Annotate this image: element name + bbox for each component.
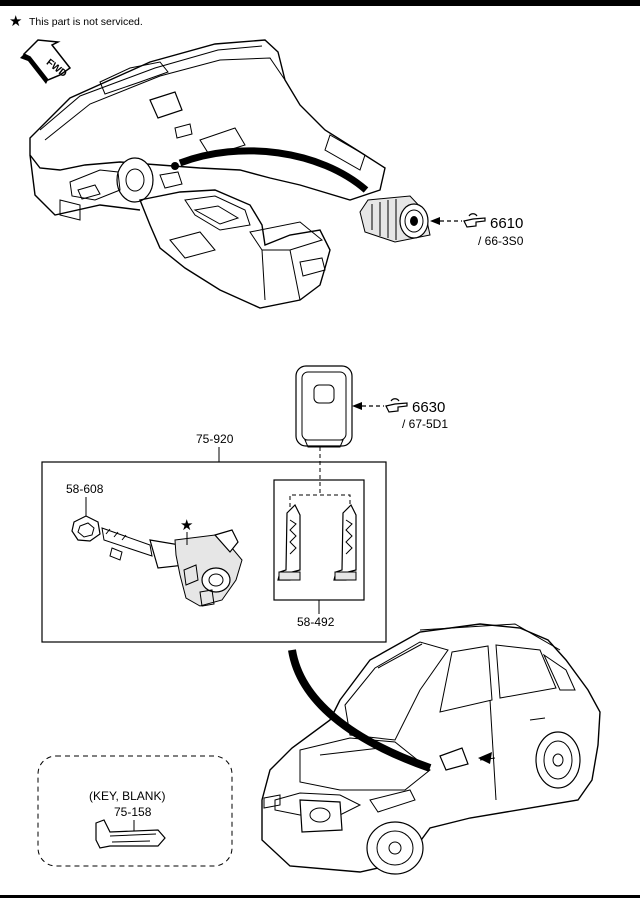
kit-75-920-box xyxy=(41,461,387,643)
leader-box-to-car xyxy=(288,649,432,772)
pointing-hand-icon xyxy=(463,213,486,228)
leader-dash-to-switch xyxy=(178,147,369,193)
part-75-158-label: 75-158 xyxy=(114,805,152,819)
ref-6630: 6630 xyxy=(412,399,445,416)
callout-6610[interactable]: 6610 / 66-3S0 xyxy=(430,213,524,248)
part-58-608-nut xyxy=(71,515,101,542)
pointing-hand-icon xyxy=(385,398,408,413)
part-58-608-label: 58-608 xyxy=(66,482,104,496)
key-blank-part xyxy=(95,819,166,849)
ref-6610-sub: / 66-3S0 xyxy=(478,234,524,248)
dashboard-illustration xyxy=(29,39,386,309)
key-blade-left xyxy=(277,503,301,581)
part-75-920-label: 75-920 xyxy=(196,432,234,446)
part-58-492-label: 58-492 xyxy=(297,615,335,629)
top-border xyxy=(0,0,640,6)
keys-dashed-bracket xyxy=(289,494,351,507)
lock-cylinder-part xyxy=(101,527,243,607)
not-serviced-star-icon: ★ xyxy=(180,517,193,534)
push-button-switch xyxy=(359,195,431,243)
key-blade-right xyxy=(333,503,357,581)
key-blank-label: (KEY, BLANK) xyxy=(89,789,165,803)
star-note-icon: ★ xyxy=(9,13,22,30)
ref-6610: 6610 xyxy=(490,215,523,232)
callout-6630[interactable]: 6630 / 67-5D1 xyxy=(352,398,448,431)
ref-6630-sub: / 67-5D1 xyxy=(402,417,448,431)
fwd-arrow-icon: FWD xyxy=(20,39,72,84)
suv-illustration xyxy=(261,623,601,875)
bottom-border xyxy=(0,895,640,898)
not-serviced-note: This part is not serviced. xyxy=(29,16,143,28)
smart-key-fob xyxy=(295,365,353,448)
